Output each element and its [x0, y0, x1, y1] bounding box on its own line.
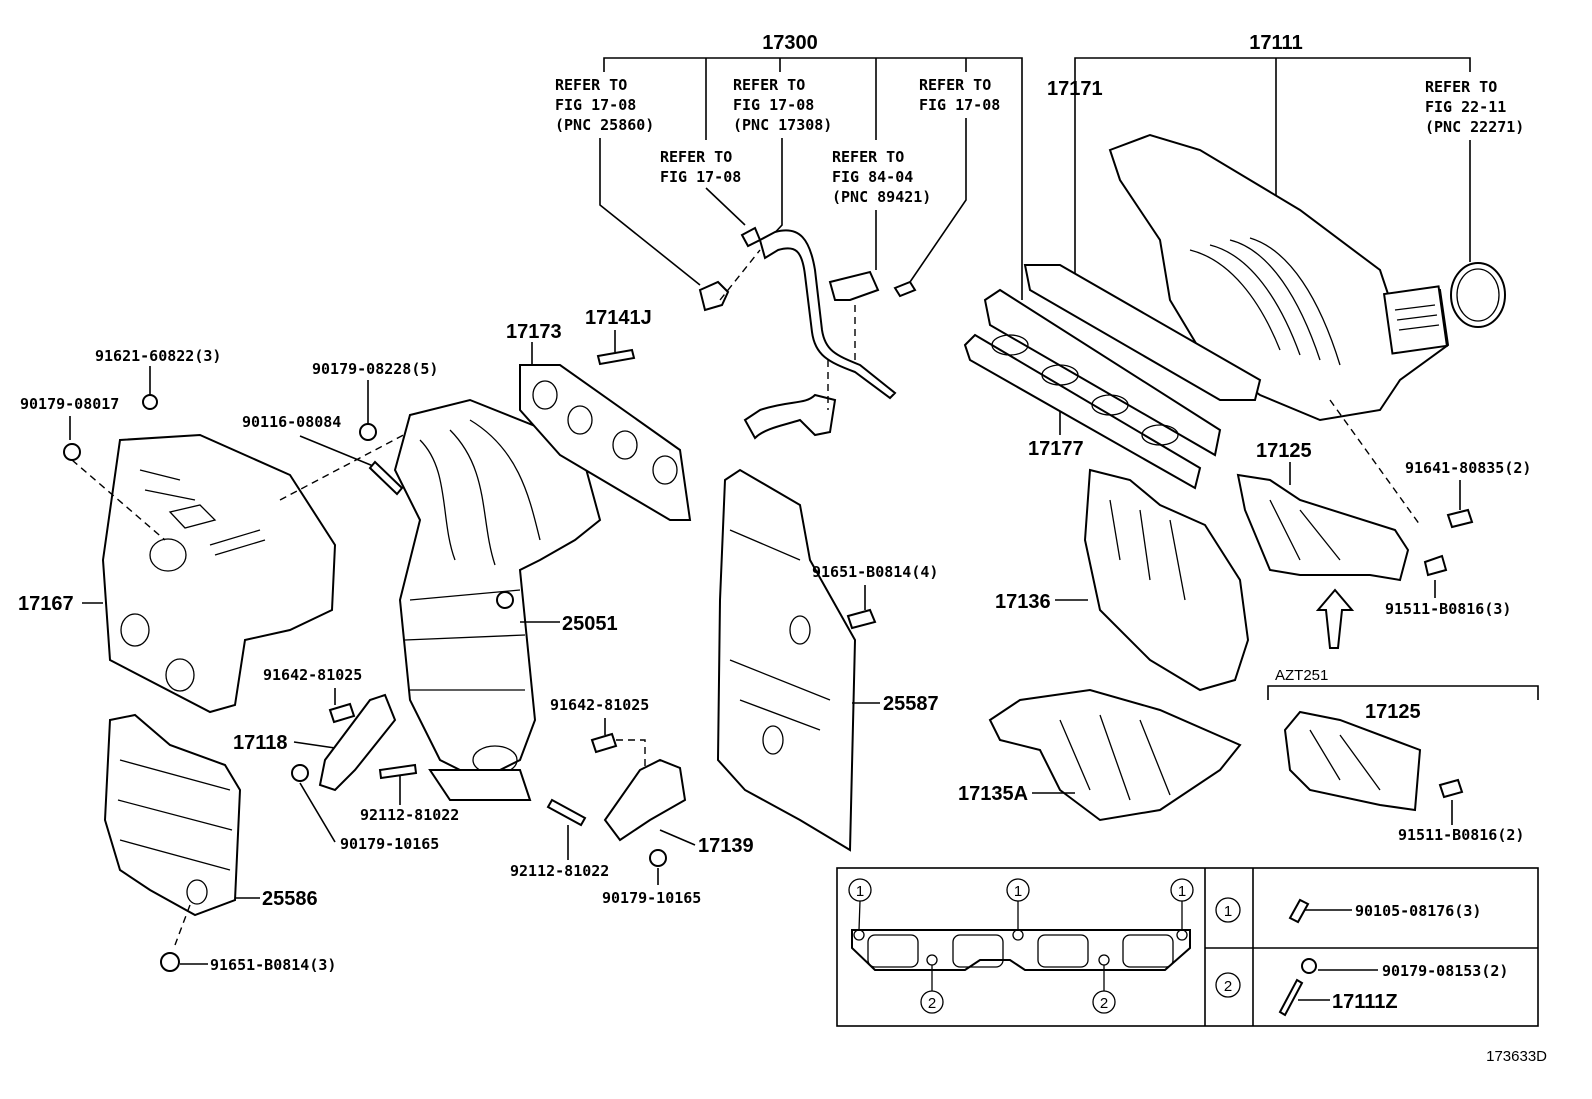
label-91641-80835: 91641-80835(2) — [1405, 459, 1531, 477]
svg-text:FIG 17-08: FIG 17-08 — [660, 168, 741, 186]
refer-note-1: REFER TO FIG 17-08 (PNC 25860) — [555, 76, 654, 134]
label-91621-60822: 91621-60822(3) — [95, 347, 221, 365]
group-label-17300: 17300 — [762, 32, 818, 54]
svg-text:(PNC 17308): (PNC 17308) — [733, 116, 832, 134]
refer-note-6: REFER TO FIG 22-11 (PNC 22271) — [1425, 78, 1524, 136]
label-25587: 25587 — [883, 693, 939, 715]
svg-text:1: 1 — [1014, 883, 1022, 900]
svg-text:FIG 17-08: FIG 17-08 — [733, 96, 814, 114]
svg-text:FIG 17-08: FIG 17-08 — [555, 96, 636, 114]
label-90179-10165-a: 90179-10165 — [340, 835, 439, 853]
label-25051: 25051 — [562, 613, 618, 635]
marker-1-left: 1 — [848, 878, 872, 931]
label-17177: 17177 — [1028, 438, 1084, 460]
svg-text:1: 1 — [1178, 883, 1186, 900]
svg-text:(PNC 25860): (PNC 25860) — [555, 116, 654, 134]
bracket-17139 — [603, 758, 687, 842]
label-90116-08084: 90116-08084 — [242, 413, 341, 431]
legend-part-90105-08176: 90105-08176(3) — [1355, 902, 1481, 920]
heat-insulator-25587 — [716, 468, 857, 852]
intake-gasket-ring — [1450, 262, 1506, 328]
heat-insulator-17167 — [101, 433, 337, 714]
exhaust-manifold-25051 — [393, 398, 602, 801]
heat-insulator-17135A — [988, 688, 1242, 822]
bracket-17125-upper — [1236, 473, 1410, 582]
svg-text:REFER TO: REFER TO — [832, 148, 904, 166]
label-91651-B0814-3: 91651-B0814(3) — [210, 956, 336, 974]
legend-row-2: 2 90179-08153(2) 17111Z — [1215, 958, 1508, 1017]
bracket-17118 — [318, 693, 397, 792]
label-17118: 17118 — [233, 732, 288, 754]
svg-text:FIG 17-08: FIG 17-08 — [919, 96, 1000, 114]
gasket-legend-box: 1 1 1 2 2 1 90105-08176( — [836, 867, 1539, 1027]
bracket-17125-lower — [1283, 710, 1422, 812]
svg-text:1: 1 — [856, 883, 864, 900]
marker-1-center: 1 — [1006, 878, 1030, 930]
air-hose-assembly — [698, 226, 917, 440]
heat-insulator-17136 — [1083, 468, 1250, 692]
svg-text:2: 2 — [1224, 978, 1232, 995]
svg-text:2: 2 — [928, 995, 936, 1012]
group-17111-bracket: 17111 — [1074, 32, 1471, 290]
view-arrow-icon — [1315, 588, 1355, 649]
refer-note-3: REFER TO FIG 17-08 (PNC 17308) — [733, 76, 832, 134]
figure-id: 173633D — [1486, 1048, 1547, 1065]
label-91642-81025-a: 91642-81025 — [263, 666, 362, 684]
svg-text:2: 2 — [1100, 995, 1108, 1012]
svg-text:REFER TO: REFER TO — [733, 76, 805, 94]
label-90179-08228: 90179-08228(5) — [312, 360, 438, 378]
label-25586: 25586 — [262, 888, 318, 910]
label-92112-81022-b: 92112-81022 — [510, 862, 609, 880]
legend-row-1: 1 90105-08176(3) — [1215, 897, 1481, 924]
exhaust-gasket-17173 — [519, 364, 692, 521]
svg-text:REFER TO: REFER TO — [555, 76, 627, 94]
svg-text:(PNC 89421): (PNC 89421) — [832, 188, 931, 206]
label-17125-lower: 17125 — [1365, 701, 1421, 723]
label-90179-10165-b: 90179-10165 — [602, 889, 701, 907]
label-17125-upper: 17125 — [1256, 440, 1312, 462]
refer-note-5: REFER TO FIG 17-08 — [919, 76, 1000, 114]
marker-1-right: 1 — [1170, 878, 1194, 930]
label-91511-B0816-2: 91511-B0816(2) — [1398, 826, 1524, 844]
group-17300-bracket: 17300 — [603, 32, 1023, 300]
label-90179-08017: 90179-08017 — [20, 395, 119, 413]
svg-text:REFER TO: REFER TO — [1425, 78, 1497, 96]
svg-text:(PNC 22271): (PNC 22271) — [1425, 118, 1524, 136]
label-AZT251: AZT251 — [1275, 667, 1328, 684]
label-91642-81025-b: 91642-81025 — [550, 696, 649, 714]
intake-manifold-17111 — [1108, 133, 1450, 422]
group-label-17111: 17111 — [1249, 32, 1302, 54]
label-17171: 17171 — [1047, 78, 1103, 100]
svg-text:REFER TO: REFER TO — [919, 76, 991, 94]
marker-2-left: 2 — [920, 965, 944, 1014]
legend-part-17111Z: 17111Z — [1332, 991, 1398, 1013]
label-91511-B0816-3: 91511-B0816(3) — [1385, 600, 1511, 618]
heat-insulator-25586 — [103, 713, 242, 917]
refer-note-2: REFER TO FIG 17-08 — [660, 148, 741, 186]
refer-note-4: REFER TO FIG 84-04 (PNC 89421) — [832, 148, 931, 206]
label-17139: 17139 — [698, 835, 754, 857]
label-17141J: 17141J — [585, 307, 652, 329]
intake-gaskets — [963, 264, 1262, 490]
label-17136: 17136 — [995, 591, 1051, 613]
svg-text:1: 1 — [1224, 903, 1232, 920]
legend-part-90179-08153: 90179-08153(2) — [1382, 962, 1508, 980]
label-91651-B0814-4: 91651-B0814(4) — [812, 563, 938, 581]
label-17135A: 17135A — [958, 783, 1028, 805]
marker-2-right: 2 — [1092, 965, 1116, 1014]
label-17173: 17173 — [506, 321, 562, 343]
svg-text:FIG 22-11: FIG 22-11 — [1425, 98, 1506, 116]
svg-text:REFER TO: REFER TO — [660, 148, 732, 166]
label-92112-81022-a: 92112-81022 — [360, 806, 459, 824]
svg-text:FIG 84-04: FIG 84-04 — [832, 168, 913, 186]
label-17167: 17167 — [18, 593, 74, 615]
